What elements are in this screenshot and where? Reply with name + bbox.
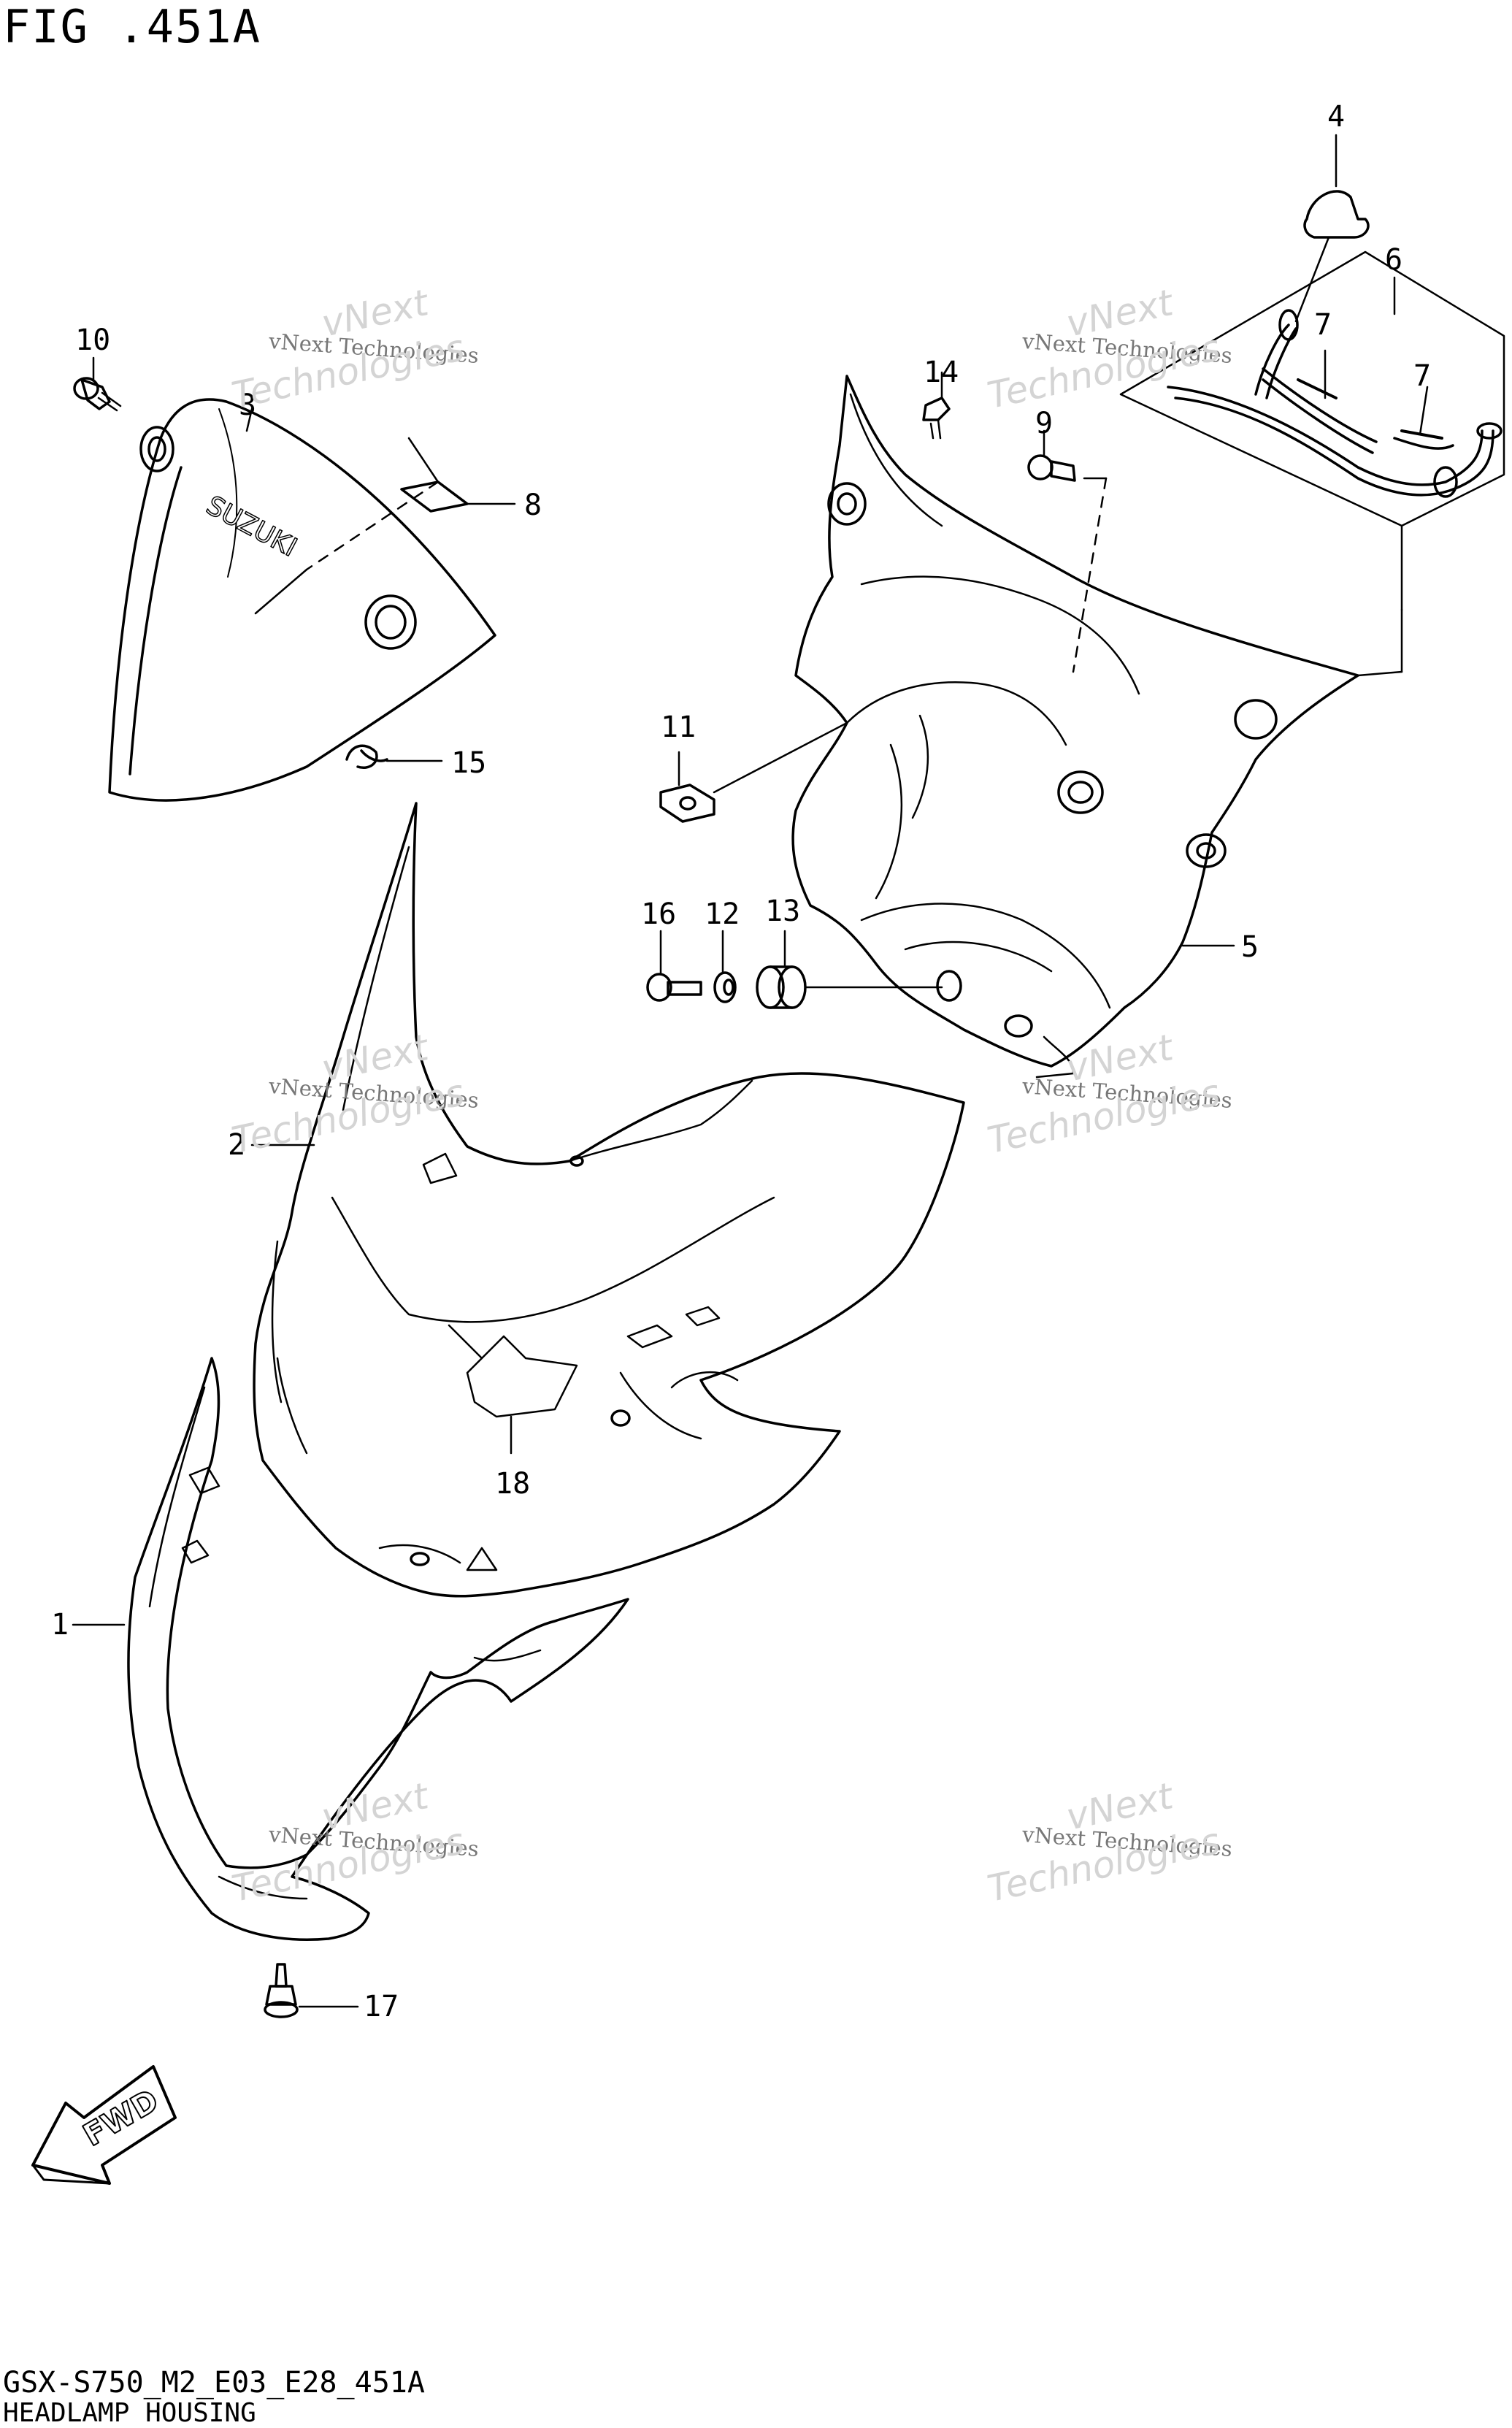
fwd-direction-arrow: FWD: [31, 2065, 177, 2185]
callout-3: 3: [239, 388, 257, 422]
part-11-nut-clip: [659, 721, 848, 823]
brand-mark: SUZUKI: [202, 491, 302, 563]
callout-6: 6: [1385, 243, 1403, 277]
callout-10: 10: [75, 323, 111, 357]
part-15-clip: [345, 744, 443, 769]
callout-16: 16: [641, 897, 677, 931]
callout-13: 13: [765, 895, 801, 928]
model-code: GSX-S750_M2_E03_E28_451A: [3, 2366, 425, 2400]
part-17-screw: [264, 1963, 359, 2018]
part-12-washer: [713, 930, 737, 1003]
part-8-pad: [400, 480, 516, 513]
figure-name: HEADLAMP HOUSING: [3, 2398, 256, 2428]
part-16-bolt: [646, 930, 702, 1002]
part-7-ties: [1297, 349, 1443, 440]
part-5-headlamp-bracket: [791, 375, 1359, 1079]
part-10-screw: [73, 356, 122, 412]
callout-4: 4: [1327, 100, 1346, 134]
part-4-rivet: [1294, 134, 1370, 323]
callout-5: 5: [1241, 930, 1259, 964]
callout-9: 9: [1035, 407, 1054, 440]
part-1-lower-cowl: [72, 1357, 629, 1941]
callout-8: 8: [524, 489, 542, 522]
part-14-rivet: [922, 371, 951, 440]
callout-15: 15: [451, 746, 487, 780]
callout-12: 12: [705, 897, 740, 931]
callout-14: 14: [924, 356, 959, 389]
part-3-cowl-cover: SUZUKI: [108, 398, 496, 802]
callout-17: 17: [364, 1990, 399, 2023]
callout-1: 1: [51, 1608, 69, 1642]
callout-2: 2: [228, 1128, 246, 1162]
part-6-wire-harness: [1119, 250, 1505, 677]
part-18-pad: [466, 1335, 578, 1418]
figure-title: FIG .451A: [3, 0, 261, 53]
callout-11: 11: [661, 711, 696, 744]
callout-7a: 7: [1314, 308, 1332, 342]
callout-7b: 7: [1413, 359, 1432, 393]
part-2-upper-cowl: [250, 802, 965, 1598]
callout-18: 18: [495, 1467, 531, 1501]
part-13-grommet: [756, 930, 943, 1009]
part-9-bolt: [1027, 429, 1076, 482]
